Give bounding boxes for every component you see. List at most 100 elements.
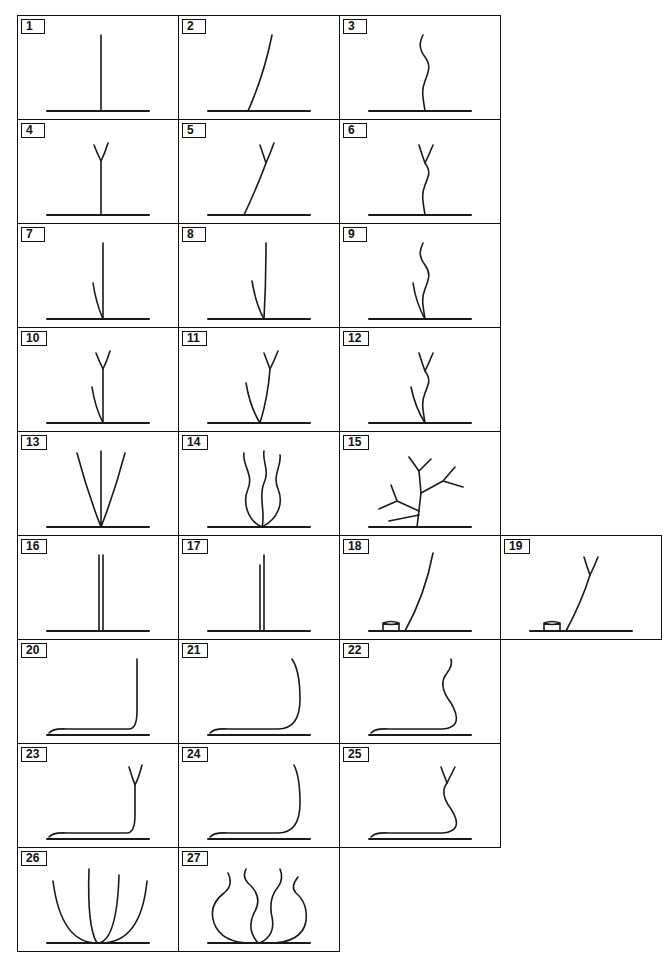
ground-line — [47, 734, 149, 736]
stem-line — [566, 575, 590, 631]
stem-sketch — [208, 451, 310, 527]
stem-line — [371, 783, 456, 837]
stem-line — [77, 451, 125, 527]
ground-line — [369, 422, 471, 424]
ground-line — [208, 318, 310, 320]
basal-branch — [411, 387, 425, 423]
stem-sketch — [530, 557, 632, 631]
panel-number: 6 — [343, 123, 367, 138]
panel-number: 15 — [343, 435, 369, 450]
stem-line — [89, 869, 97, 943]
panel-number: 3 — [343, 19, 367, 34]
panel-box: 1 — [17, 15, 179, 120]
panel-number: 13 — [21, 435, 47, 450]
panel-number: 20 — [21, 643, 47, 658]
stem-line — [102, 369, 104, 423]
panel-number: 11 — [182, 331, 207, 346]
panel-number: 4 — [21, 123, 45, 138]
stem-sketch — [47, 35, 149, 111]
stem-fork — [94, 143, 108, 161]
stem-line — [423, 371, 429, 423]
stem-sketch — [47, 451, 149, 527]
ground-line — [369, 318, 471, 320]
ground-line — [208, 214, 310, 216]
panel-box: 2 — [178, 15, 340, 120]
stem-sketch — [369, 659, 471, 735]
ground-line — [369, 838, 471, 840]
panel-box: 23 — [17, 743, 179, 848]
stem-sketch — [47, 555, 149, 631]
ground-line — [47, 526, 149, 528]
panel-number: 5 — [182, 123, 206, 138]
stem-line — [101, 881, 147, 943]
stem-fork — [584, 557, 598, 575]
panel-number: 16 — [21, 539, 47, 554]
stem-sketch — [369, 553, 471, 631]
stem-line — [420, 243, 429, 319]
stem-line — [248, 35, 272, 111]
ground-line — [530, 630, 632, 632]
stem-line — [99, 875, 119, 943]
stem-sketch — [369, 353, 471, 423]
stem-line — [371, 659, 456, 733]
panel-box: 12 — [339, 327, 501, 432]
stem-line — [53, 881, 97, 943]
stem-line — [260, 369, 270, 423]
panel-box: 4 — [17, 119, 179, 224]
stem-fork — [96, 351, 110, 369]
ground-line — [208, 110, 310, 112]
panel-box: 18 — [339, 535, 501, 640]
stem-line — [417, 471, 421, 527]
stem-sketch — [208, 143, 310, 215]
stem-sketch — [47, 659, 149, 735]
stem-line — [210, 659, 300, 733]
basal-branch — [92, 387, 103, 423]
branch-line — [379, 457, 463, 521]
panel-box: 22 — [339, 639, 501, 744]
stem-line — [99, 555, 103, 631]
stem-fork — [441, 767, 455, 783]
panel-number: 10 — [21, 331, 47, 346]
stem-line — [49, 659, 137, 733]
stem-sketch — [47, 765, 149, 839]
panel-box: 25 — [339, 743, 501, 848]
stem-line — [210, 765, 300, 837]
ground-line — [47, 214, 149, 216]
stem-line — [262, 877, 306, 943]
stem-fork — [419, 353, 433, 371]
stem-line — [244, 163, 266, 215]
panel-number: 8 — [182, 227, 206, 242]
panel-number: 25 — [343, 747, 369, 762]
panel-number: 7 — [21, 227, 45, 242]
stem-sketch — [369, 35, 471, 111]
stem-sketch — [208, 765, 310, 839]
stem-line — [100, 35, 102, 111]
stem-sketch — [47, 243, 149, 319]
basal-branch — [246, 383, 260, 423]
panel-number: 19 — [504, 539, 530, 554]
panel-number: 9 — [343, 227, 367, 242]
panel-number: 1 — [21, 19, 45, 34]
panel-box: 14 — [178, 431, 340, 536]
stem-line — [102, 243, 104, 319]
panel-number: 23 — [21, 747, 47, 762]
stem-line — [423, 163, 429, 215]
stem-sketch — [208, 555, 310, 631]
panel-box: 26 — [17, 847, 179, 952]
panel-box: 3 — [339, 15, 501, 120]
ground-line — [47, 838, 149, 840]
ground-line — [47, 110, 149, 112]
ground-line — [369, 734, 471, 736]
stump — [544, 622, 560, 632]
stump — [383, 622, 399, 632]
stem-sketch — [208, 35, 310, 111]
basal-branch — [93, 283, 103, 319]
stem-line — [420, 35, 429, 111]
basal-branch — [413, 283, 425, 319]
panel-box: 19 — [500, 535, 662, 640]
panel-box: 27 — [178, 847, 340, 952]
stem-fork — [129, 765, 142, 785]
panel-number: 27 — [182, 851, 208, 866]
